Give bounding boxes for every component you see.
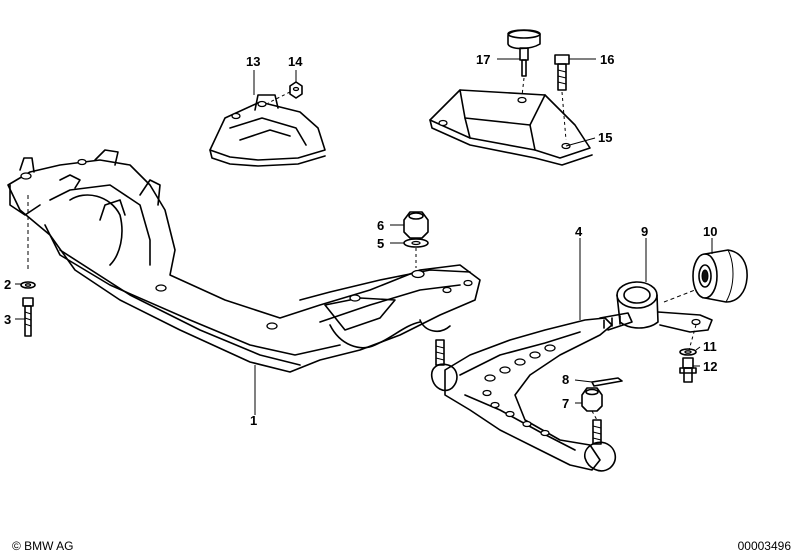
callout-15: 15: [598, 130, 612, 145]
callout-leaders: [15, 58, 713, 415]
callout-6: 6: [377, 218, 384, 233]
control-arm-drawing: [430, 312, 633, 472]
callout-7: 7: [562, 396, 569, 411]
callout-5: 5: [377, 236, 384, 251]
rubber-mount: [692, 249, 748, 303]
callout-11: 11: [703, 339, 717, 354]
transmission-mount: [429, 29, 593, 166]
callout-10: 10: [703, 224, 717, 239]
axle-carrier-drawing: [7, 149, 481, 373]
copyright-notice: © BMW AG: [12, 539, 74, 553]
castle-nut-and-pin: [581, 377, 623, 421]
bracket-shield: [209, 81, 326, 167]
diagram-reference-number: 00003496: [737, 539, 791, 553]
washer-and-bolt-left: [20, 195, 36, 337]
callout-16: 16: [600, 52, 614, 67]
nut-and-washer-center: [403, 211, 429, 268]
callout-8: 8: [562, 372, 569, 387]
washer-and-bolt-right: [679, 324, 697, 383]
bearing-bracket: [616, 281, 713, 333]
callout-14: 14: [288, 54, 303, 69]
callout-3: 3: [4, 312, 11, 327]
callout-4: 4: [575, 224, 583, 239]
callout-12: 12: [703, 359, 717, 374]
callout-13: 13: [246, 54, 260, 69]
callout-2: 2: [4, 277, 11, 292]
callout-17: 17: [476, 52, 490, 67]
callout-1: 1: [250, 413, 257, 428]
callout-9: 9: [641, 224, 648, 239]
